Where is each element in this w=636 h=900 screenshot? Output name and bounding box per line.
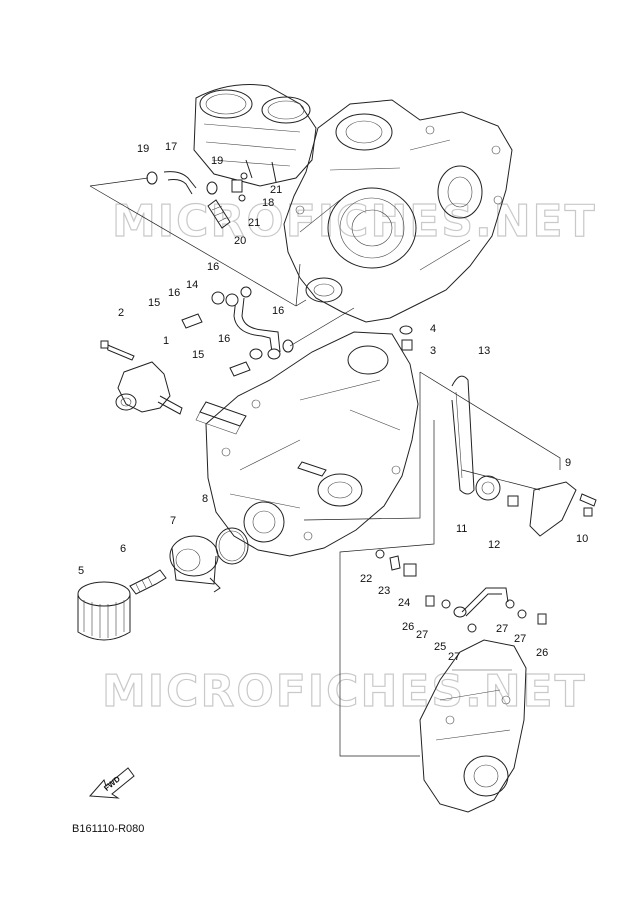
o-ring-drawing (215, 527, 249, 565)
timing-chain-drawing (451, 375, 475, 495)
upper-crankcase-drawing (283, 99, 513, 323)
watermark-lower: MICROFICHES.NET (102, 666, 587, 717)
callout-22: 22 (360, 573, 372, 585)
callout-21b: 21 (248, 217, 260, 229)
callout-6: 6 (120, 543, 126, 555)
callout-26a: 26 (402, 621, 414, 633)
chain-guide-drawing (529, 481, 597, 537)
callout-7: 7 (170, 515, 176, 527)
callout-25: 25 (434, 641, 446, 653)
callout-26b: 26 (536, 647, 548, 659)
callout-27b: 27 (448, 651, 460, 663)
callout-18: 18 (262, 197, 274, 209)
callout-15a: 15 (148, 297, 160, 309)
diagram-reference-code: B161110-R080 (72, 823, 144, 835)
cylinder-assembly-drawing (193, 84, 317, 187)
pump-bolt-drawing (100, 340, 135, 361)
lower-crankcase-drawing (195, 331, 419, 557)
fwd-arrow-icon: FWD (88, 767, 135, 799)
callout-24: 24 (398, 597, 410, 609)
callout-5: 5 (78, 565, 84, 577)
hose-drawing (163, 171, 197, 195)
callout-16a: 16 (207, 261, 219, 273)
callout-20: 20 (234, 235, 246, 247)
callout-10: 10 (576, 533, 588, 545)
leader-lines (89, 177, 561, 757)
sprocket-drawing (475, 475, 519, 507)
callout-16c: 16 (272, 305, 284, 317)
callout-11: 11 (456, 523, 467, 535)
union-bolt-drawing (129, 569, 167, 595)
callout-21a: 21 (270, 184, 282, 196)
callout-15b: 15 (192, 349, 204, 361)
union-bolts-drawing (181, 313, 251, 377)
callout-13: 13 (478, 345, 490, 357)
oil-filter-drawing (77, 581, 131, 641)
callout-1: 1 (163, 335, 169, 347)
callout-12: 12 (488, 539, 500, 551)
callout-4: 4 (430, 323, 436, 335)
callout-16b: 16 (168, 287, 180, 299)
callout-27d: 27 (514, 633, 526, 645)
callout-3: 3 (430, 345, 436, 357)
callout-27a: 27 (416, 629, 428, 641)
callout-9: 9 (565, 457, 571, 469)
callout-19a: 19 (137, 143, 149, 155)
oil-pump-drawing (115, 361, 183, 415)
callout-16d: 16 (218, 333, 230, 345)
callout-17: 17 (165, 141, 177, 153)
callout-19b: 19 (211, 155, 223, 167)
callout-2: 2 (118, 307, 124, 319)
oil-pipe-drawing (225, 293, 281, 360)
small-parts-drawing (375, 325, 547, 633)
filter-cover-drawing (169, 535, 221, 593)
callout-23: 23 (378, 585, 390, 597)
callout-8: 8 (202, 493, 208, 505)
watermark-upper: MICROFICHES.NET (112, 196, 597, 247)
callout-labels: 1 2 3 4 5 6 7 8 9 10 11 12 13 14 15 15 1… (78, 141, 588, 663)
fittings-drawing (146, 171, 294, 360)
side-cover-drawing (419, 639, 527, 813)
callout-14: 14 (186, 279, 198, 291)
callout-27c: 27 (496, 623, 508, 635)
